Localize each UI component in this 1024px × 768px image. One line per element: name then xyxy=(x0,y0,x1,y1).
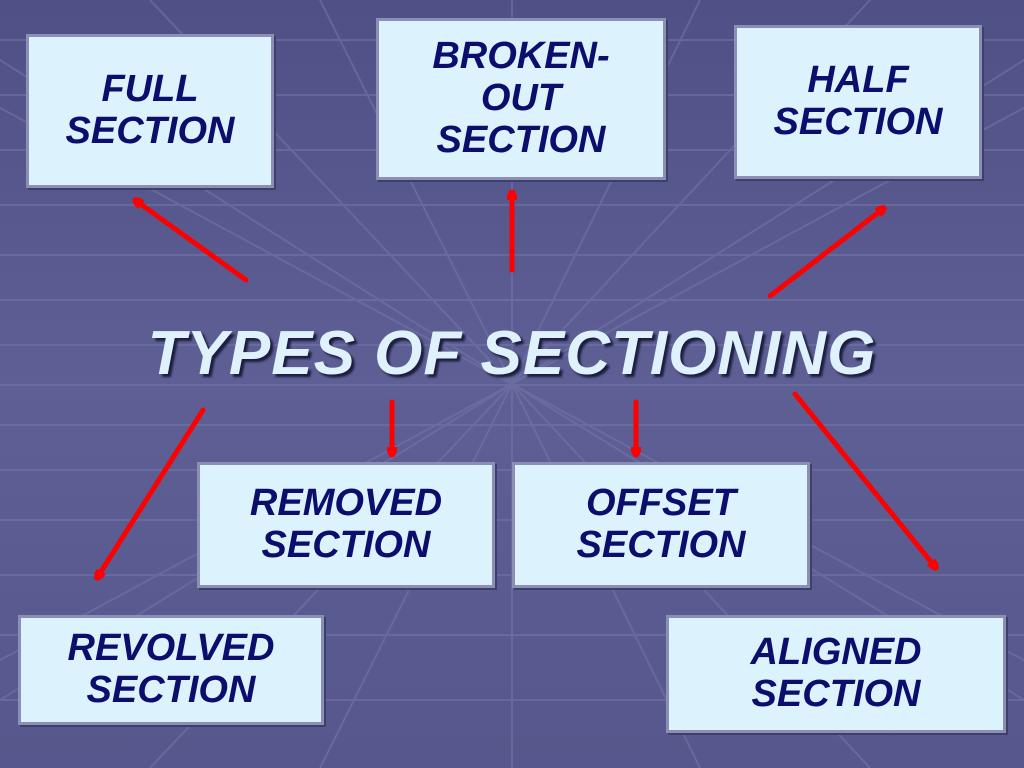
broken-out-section-box: BROKEN- OUT SECTION xyxy=(376,18,666,180)
revolved-section-label: REVOLVED SECTION xyxy=(67,627,275,711)
revolved-section-box: REVOLVED SECTION xyxy=(18,615,324,725)
aligned-section-label: ALIGNED SECTION xyxy=(750,631,922,715)
removed-section-label: REMOVED SECTION xyxy=(249,482,443,566)
offset-section-label: OFFSET SECTION xyxy=(576,482,746,566)
broken-out-section-label: BROKEN- OUT SECTION xyxy=(432,35,610,161)
offset-section-box: OFFSET SECTION xyxy=(512,462,810,588)
aligned-section-box: ALIGNED SECTION xyxy=(666,615,1006,733)
half-section-label: HALF SECTION xyxy=(773,59,943,143)
full-section-box: FULL SECTION xyxy=(26,34,274,188)
half-section-box: HALF SECTION xyxy=(734,25,982,179)
removed-section-box: REMOVED SECTION xyxy=(197,462,495,588)
diagram-title: TYPES OF SECTIONING xyxy=(147,319,877,388)
full-section-label: FULL SECTION xyxy=(65,68,235,152)
